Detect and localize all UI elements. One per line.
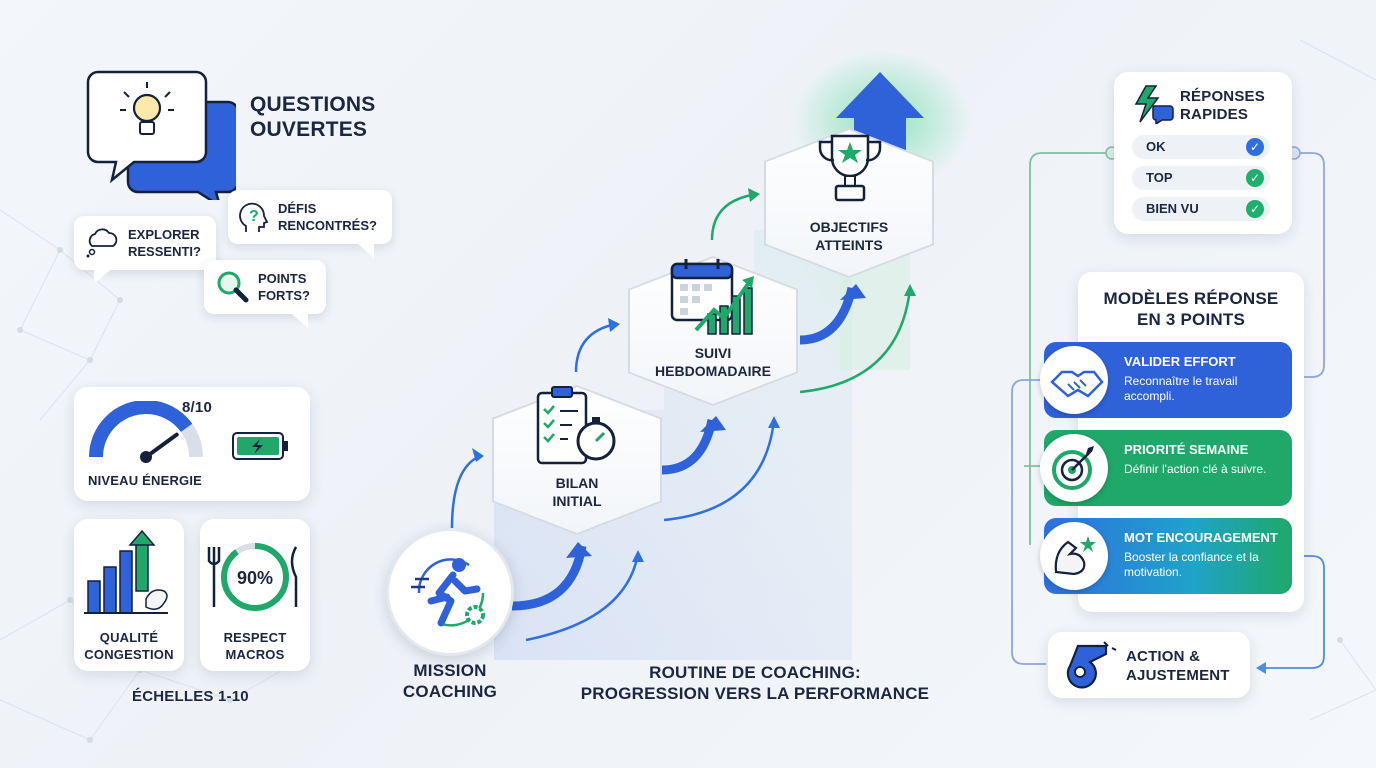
mission-line2: COACHING [402, 682, 498, 701]
model-valider-title: VALIDER EFFORT [1124, 354, 1236, 369]
model-priorite-title: PRIORITÉ SEMAINE [1124, 442, 1249, 457]
models-title-line1: MODÈLES RÉPONSE [1103, 289, 1279, 308]
routine-caption: ROUTINE DE COACHING: PROGRESSION VERS LA… [560, 662, 950, 704]
macros-line1: RESPECT [223, 630, 287, 645]
quick-reply-bien-vu[interactable]: BIEN VU ✓ [1132, 197, 1270, 221]
quick-reply-ok[interactable]: OK ✓ [1132, 135, 1270, 159]
bubble-explorer-line1: EXPLORER [128, 227, 200, 242]
routine-caption-line2: PROGRESSION VERS LA PERFORMANCE [580, 684, 930, 703]
action-card: ACTION & AJUSTEMENT [1048, 632, 1250, 698]
step-bilan-label: BILAN INITIAL [492, 474, 662, 510]
bubble-defis: ? DÉFIS RENCONTRÉS? [228, 190, 392, 258]
quick-title-line1: RÉPONSES [1180, 88, 1265, 105]
bubble-points-line2: FORTS? [258, 288, 310, 303]
model-mot-desc: Booster la confiance et la motivation. [1124, 550, 1259, 579]
step-objectifs-label: OBJECTIFS ATTEINTS [764, 218, 934, 254]
model-priorite-desc: Définir l'action clé à suivre. [1124, 462, 1267, 476]
model-valider-desc: Reconnaître le travail accompli. [1124, 374, 1238, 403]
macros-card: 90% RESPECT MACROS [200, 519, 310, 671]
quick-reply-bien-vu-label: BIEN VU [1146, 201, 1199, 216]
mission-label: MISSION COACHING [386, 660, 514, 702]
svg-text:?: ? [249, 208, 259, 225]
model-mot-encouragement[interactable]: MOT ENCOURAGEMENT Booster la confiance e… [1040, 518, 1292, 594]
bubble-defis-line1: DÉFIS [278, 201, 317, 216]
open-questions-title: QUESTIONS OUVERTES [250, 92, 375, 142]
battery-icon [232, 432, 288, 460]
quick-reply-top[interactable]: TOP ✓ [1132, 166, 1270, 190]
quick-replies-card: RÉPONSES RAPIDES OK ✓ TOP ✓ BIEN VU ✓ [1114, 72, 1292, 234]
quick-reply-top-label: TOP [1146, 170, 1173, 185]
bubble-points: POINTS FORTS? [204, 260, 326, 328]
open-questions-title-line2: OUVERTES [250, 118, 368, 141]
action-line1: ACTION & [1126, 648, 1201, 665]
whistle-icon [1066, 641, 1117, 689]
check-icon: ✓ [1246, 200, 1264, 218]
step-2-line2: HEBDOMADAIRE [655, 363, 771, 379]
muscle-icon [1054, 536, 1096, 576]
calendar-chart-icon [670, 259, 754, 335]
congestion-card: QUALITÉ CONGESTION [74, 519, 184, 671]
check-icon: ✓ [1246, 169, 1264, 187]
energy-label: NIVEAU ÉNERGIE [88, 473, 203, 488]
step-1-line1: BILAN [555, 475, 599, 491]
target-icon [1052, 446, 1094, 490]
step-1-line2: INITIAL [552, 493, 602, 509]
clipboard-stopwatch-icon [536, 386, 616, 465]
runner-icon [411, 558, 485, 627]
quick-title-line2: RAPIDES [1180, 106, 1249, 123]
open-questions-title-line1: QUESTIONS [250, 93, 376, 116]
trophy-icon [818, 134, 882, 202]
step-3-line2: ATTEINTS [815, 237, 883, 253]
gauge-icon [89, 401, 203, 463]
routine-caption-line1: ROUTINE DE COACHING: [649, 663, 861, 682]
check-icon: ✓ [1246, 138, 1264, 156]
handshake-icon [1050, 370, 1104, 398]
bubble-defis-line2: RENCONTRÉS? [278, 218, 377, 233]
macros-line2: MACROS [225, 647, 285, 662]
bar-chart-icon [84, 529, 168, 614]
models-title-line2: EN 3 POINTS [1136, 310, 1245, 329]
thought-cloud-icon [86, 228, 118, 258]
bubble-explorer: EXPLORER RESSENTI? [74, 216, 216, 284]
quick-reply-ok-label: OK [1146, 139, 1166, 154]
energy-score: 8/10 [182, 399, 212, 416]
bubble-explorer-line2: RESSENTI? [128, 244, 201, 259]
step-2-line1: SUIVI [694, 345, 732, 361]
magnifier-icon [217, 271, 249, 303]
question-head-icon: ? [239, 202, 269, 232]
model-valider-effort[interactable]: VALIDER EFFORT Reconnaître le travail ac… [1040, 342, 1292, 418]
lightning-chat-icon [1134, 85, 1174, 124]
congestion-line2: CONGESTION [84, 647, 174, 662]
model-mot-title: MOT ENCOURAGEMENT [1124, 530, 1278, 545]
action-line2: AJUSTEMENT [1126, 667, 1230, 684]
step-3-line1: OBJECTIFS [809, 219, 889, 235]
congestion-line1: QUALITÉ [99, 630, 159, 645]
step-suivi-label: SUIVI HEBDOMADAIRE [628, 344, 798, 380]
mission-circle [386, 528, 514, 656]
energy-card: 8/10 NIVEAU ÉNERGIE [74, 387, 310, 501]
macros-percent: 90% [237, 568, 273, 588]
mission-line1: MISSION [413, 661, 487, 680]
scales-label: ÉCHELLES 1-10 [132, 688, 249, 705]
plate-icon: 90% [207, 543, 298, 611]
model-priorite-semaine[interactable]: PRIORITÉ SEMAINE Définir l'action clé à … [1040, 430, 1292, 506]
bubble-points-line1: POINTS [258, 271, 307, 286]
models-title: MODÈLES RÉPONSE EN 3 POINTS [1078, 288, 1304, 330]
